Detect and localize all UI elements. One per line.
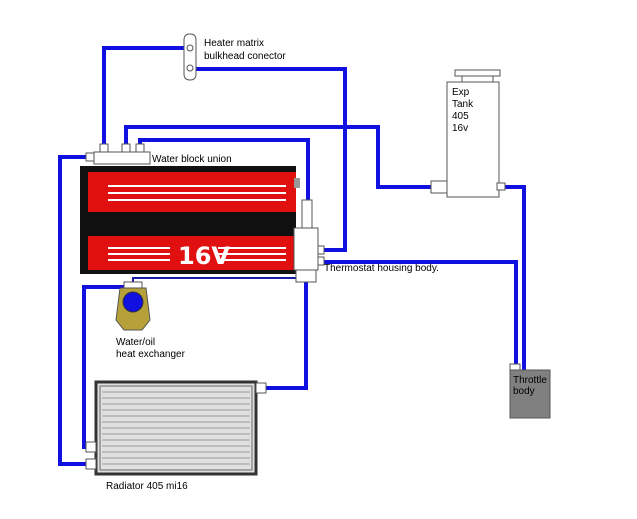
hose-union-to-exptank (124, 125, 432, 189)
hose-heater-to-union (102, 46, 186, 152)
hose-exptank-to-throttle (500, 185, 526, 370)
radiator (85, 380, 267, 476)
exp-tank-label-line1: Exp (452, 87, 470, 98)
expansion-tank (430, 69, 506, 198)
radiator-label: Radiator 405 mi16 (106, 481, 188, 492)
exp-tank-label-line3: 405 (452, 111, 469, 122)
engine (80, 166, 300, 274)
heat-exchanger-label-line2: heat exchanger (116, 349, 186, 360)
heat-exchanger-label-line1: Water/oil (116, 337, 155, 348)
hose-heater-return (192, 67, 347, 252)
thermostat-housing (293, 199, 325, 283)
hose-thermostat-to-radiator (266, 282, 308, 390)
heater-matrix-connector (183, 33, 197, 81)
thermostat-label: Thermostat housing body. (324, 263, 439, 274)
heater-matrix-label-line2: bulkhead conector (204, 51, 286, 62)
engine-badge: 16V (178, 242, 230, 270)
throttle-label-line1: Throttle (513, 375, 547, 386)
heat-exchanger (115, 281, 151, 331)
heater-matrix-label-line1: Heater matrix (204, 38, 264, 49)
hose-union-to-radiator (58, 155, 92, 466)
exp-tank-label-line4: 16v (452, 123, 468, 134)
exp-tank-label-line2: Tank (452, 99, 474, 110)
water-block-union-label: Water block union (152, 154, 232, 165)
throttle-body (509, 363, 551, 419)
water-block-union (85, 143, 151, 165)
throttle-label-line2: body (513, 386, 535, 397)
hose-thermostat-to-throttle (318, 260, 518, 370)
